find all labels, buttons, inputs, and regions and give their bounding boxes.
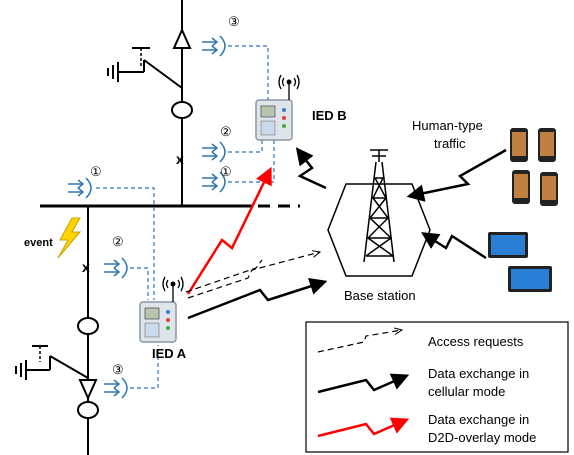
upper-feeder: x <box>107 0 193 206</box>
smartphones <box>510 128 558 206</box>
cellular-link-ied-b <box>295 147 327 190</box>
marker-2: ② <box>220 124 232 139</box>
signal-sensor-icons <box>68 35 226 399</box>
event-label: event <box>24 237 53 249</box>
legend-d2d-line2: D2D-overlay mode <box>428 430 536 445</box>
legend: Access requests Data exchange in cellula… <box>305 321 569 453</box>
legend-cellular-line2: cellular mode <box>428 384 505 399</box>
antenna-icon <box>162 276 184 302</box>
human-traffic-link-tablets <box>421 232 487 260</box>
sensor-arrow-icon <box>104 377 128 399</box>
human-traffic-link-phones <box>406 148 507 202</box>
signal-paths <box>96 45 275 389</box>
tower-icon <box>363 149 395 263</box>
ied-a-label: IED A <box>152 346 187 361</box>
legend-box <box>305 321 569 453</box>
cellular-link-ied-a <box>187 277 328 320</box>
marker-1: ① <box>90 164 102 179</box>
sensor-arrow-icon <box>104 257 128 279</box>
svg-text:x: x <box>176 151 184 167</box>
legend-swatch-access <box>317 330 402 353</box>
ied-b-device <box>255 74 300 141</box>
tablet-icon <box>488 232 528 258</box>
antenna-icon <box>278 74 300 100</box>
smartphone-icon <box>512 170 530 204</box>
smartphone-icon <box>510 128 528 162</box>
legend-swatch-d2d <box>317 417 410 438</box>
legend-cellular-line1: Data exchange in <box>428 366 529 381</box>
smartphone-icon <box>538 128 556 162</box>
arrester-symbol <box>172 27 192 49</box>
marker-3: ③ <box>228 14 240 29</box>
access-request-link <box>185 259 263 293</box>
marker-1: ① <box>220 164 232 179</box>
sensor-arrow-icon <box>202 141 226 163</box>
ied-a-device <box>139 276 184 343</box>
cell-hexagon <box>327 183 431 277</box>
sensor-arrow-icon <box>202 171 226 193</box>
smartphone-icon <box>540 172 558 206</box>
current-transformer-symbol <box>171 101 193 119</box>
legend-swatch-cellular <box>317 373 410 394</box>
legend-access-requests: Access requests <box>428 334 524 349</box>
svg-text:x: x <box>82 259 90 275</box>
legend-d2d-line1: Data exchange in <box>428 412 529 427</box>
lightning-icon <box>57 217 82 259</box>
base-station-label: Base station <box>344 288 416 303</box>
ied-b-label: IED B <box>312 108 347 123</box>
human-traffic-label-line2: traffic <box>434 136 466 151</box>
base-station <box>327 149 431 277</box>
sensor-arrow-icon <box>202 35 226 57</box>
tablet-icon <box>508 266 552 292</box>
tablets <box>488 232 552 292</box>
sensor-arrow-icon <box>68 177 92 199</box>
lower-feeder: x <box>15 206 99 455</box>
human-traffic-label-line1: Human-type <box>412 118 483 133</box>
access-request-link <box>187 252 320 299</box>
marker-2: ② <box>112 234 124 249</box>
marker-3: ③ <box>112 362 124 377</box>
d2d-link <box>186 166 272 295</box>
